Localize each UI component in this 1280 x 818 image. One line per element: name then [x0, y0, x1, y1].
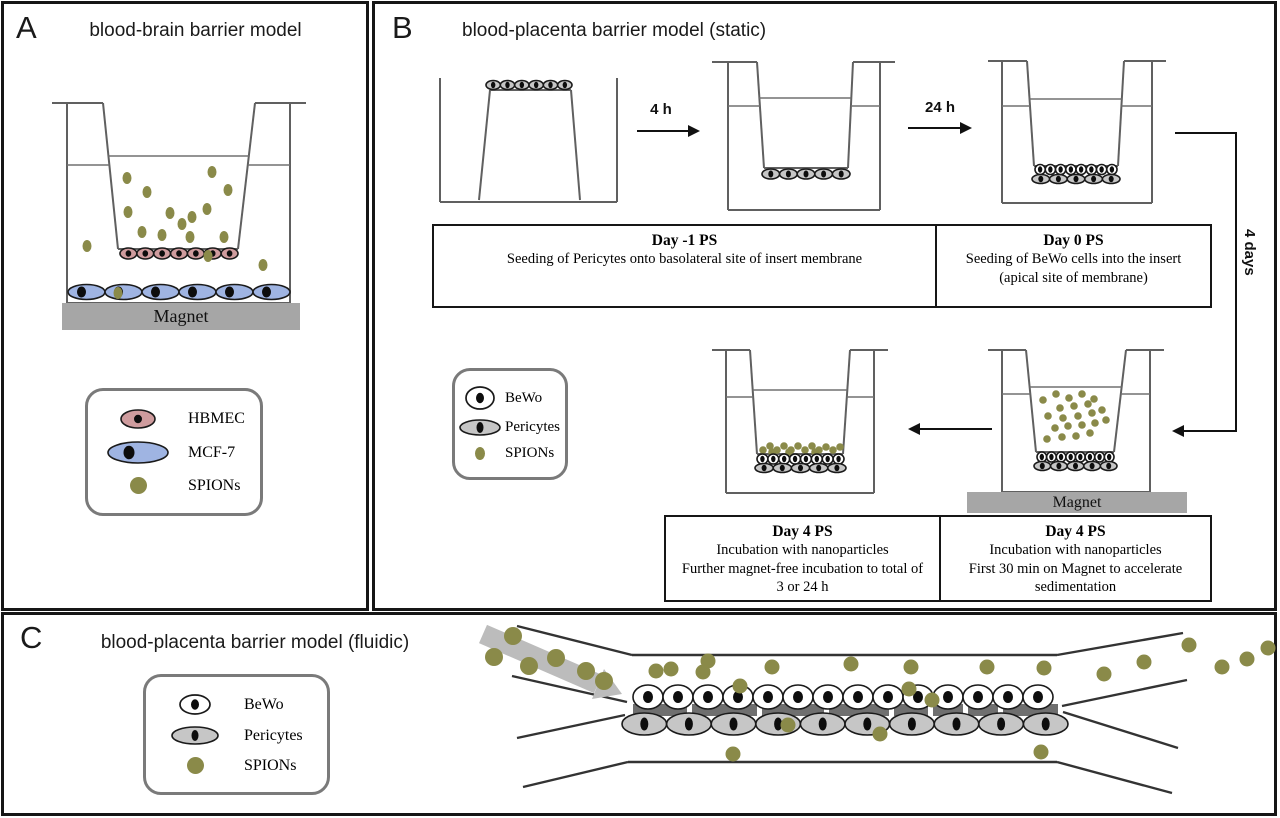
legend-item: MCF-7 [88, 441, 260, 464]
spion-scatter-step5 [1039, 390, 1110, 443]
legend-item: Pericytes [455, 419, 565, 436]
bewo-row-step5 [1036, 451, 1115, 463]
legend-panel-b: BeWo Pericytes SPIONs [452, 368, 568, 480]
spion-icon [455, 446, 505, 461]
panel-a-letter: A [16, 10, 37, 45]
legend-panel-c: BeWo Pericytes SPIONs [143, 674, 330, 795]
spion-sediment-step6 [759, 442, 844, 456]
legend-label: HBMEC [188, 410, 245, 427]
day-box-line: 3 or 24 h [776, 579, 829, 595]
pericyte-row-channel [621, 712, 1069, 736]
step-4h-label: 4 h [650, 101, 672, 118]
hbmec-cell-icon [88, 409, 188, 429]
transwell-step6 [712, 349, 888, 494]
legend-label: SPIONs [188, 476, 241, 494]
arrow-24h [908, 122, 972, 134]
legend-label: BeWo [244, 695, 284, 713]
legend-item: BeWo [455, 386, 565, 410]
day-box-title: Day 4 PS [1045, 523, 1106, 540]
spion-icon [146, 756, 244, 775]
pericyte-row-step2 [761, 168, 851, 180]
legend-item: HBMEC [88, 409, 260, 429]
arrow-to-magnetfree [908, 423, 992, 435]
panel-b-frame [372, 1, 1277, 611]
arrow-4h [637, 125, 700, 137]
spion-scatter-inlet [485, 627, 613, 690]
day-box-line: First 30 min on Magnet to accelerate [968, 560, 1183, 577]
legend-item: Pericytes [146, 726, 327, 745]
pericyte-cell-icon [146, 726, 244, 745]
spion-scatter-channel [648, 637, 1276, 762]
legend-label: MCF-7 [188, 443, 236, 461]
legend-label: SPIONs [244, 756, 297, 774]
transwell-a [52, 102, 306, 304]
day-box-line: Incubation with nanoparticles [716, 542, 889, 558]
day-box-title: Day 4 PS [772, 523, 833, 540]
day-box-line: Incubation with nanoparticles [989, 542, 1162, 558]
legend-item: SPIONs [455, 445, 565, 462]
legend-label: SPIONs [505, 445, 555, 461]
pericyte-row-step3 [1031, 173, 1121, 185]
day-box-line: Seeding of BeWo cells into the insert [965, 251, 1182, 267]
pericyte-cell-icon [455, 419, 505, 436]
mcf7-cell-icon [88, 441, 188, 464]
magnet-bar-b: Magnet [967, 492, 1187, 513]
panel-a-title: blood-brain barrier model [89, 20, 302, 41]
panel-c-letter: C [20, 620, 43, 655]
bewo-cell-icon [455, 386, 505, 410]
day-box-line: Seeding of Pericytes onto basolateral si… [506, 251, 863, 267]
day-4-magnetfree-box: Day 4 PS Incubation with nanoparticles F… [666, 517, 939, 600]
panel-b-letter: B [392, 10, 413, 45]
legend-label: Pericytes [505, 419, 560, 435]
legend-label: Pericytes [244, 726, 303, 744]
arrow-4days-connector [1172, 132, 1237, 437]
day-4-magnet-box: Day 4 PS Incubation with nanoparticles F… [939, 517, 1210, 600]
legend-item: BeWo [146, 694, 327, 715]
legend-item: SPIONs [88, 476, 260, 495]
magnet-bar-a: Magnet [62, 303, 300, 330]
day-box-row-top: Day -1 PS Seeding of Pericytes onto baso… [432, 224, 1212, 308]
day-box-title: Day -1 PS [651, 232, 718, 249]
day-box-line: (apical site of membrane) [999, 269, 1148, 286]
spion-icon [88, 476, 188, 495]
step-4days-label: 4 days [1241, 229, 1258, 276]
day-minus1-box: Day -1 PS Seeding of Pericytes onto baso… [434, 226, 935, 306]
day-0-box: Day 0 PS Seeding of BeWo cells into the … [935, 226, 1210, 306]
mcf7-cell-row [67, 283, 291, 301]
pericyte-row-step1 [485, 79, 573, 91]
inverted-insert-dish [439, 78, 618, 203]
panel-a-frame [1, 1, 369, 611]
pericyte-row-step6 [754, 462, 847, 474]
day-box-line: sedimentation [1034, 579, 1117, 595]
legend-panel-a: HBMEC MCF-7 SPIONs [85, 388, 263, 516]
fluidic-channel [511, 624, 1188, 795]
panel-b-title: blood-placenta barrier model (static) [462, 20, 767, 41]
day-box-row-bottom: Day 4 PS Incubation with nanoparticles F… [664, 515, 1212, 602]
bewo-row-channel [632, 684, 1054, 710]
day-box-line: Further magnet-free incubation to total … [681, 560, 924, 577]
pericyte-row-step5 [1033, 460, 1118, 472]
step-24h-label: 24 h [924, 99, 955, 116]
panel-c-frame [1, 612, 1277, 816]
bewo-cell-icon [146, 694, 244, 715]
transwell-step2 [712, 61, 895, 211]
bewo-row-step6 [756, 453, 845, 465]
legend-label: BeWo [505, 389, 543, 406]
panel-c-title: blood-placenta barrier model (fluidic) [100, 632, 410, 653]
legend-item: SPIONs [146, 756, 327, 775]
day-box-title: Day 0 PS [1043, 232, 1104, 249]
spion-scatter-a [82, 166, 268, 299]
